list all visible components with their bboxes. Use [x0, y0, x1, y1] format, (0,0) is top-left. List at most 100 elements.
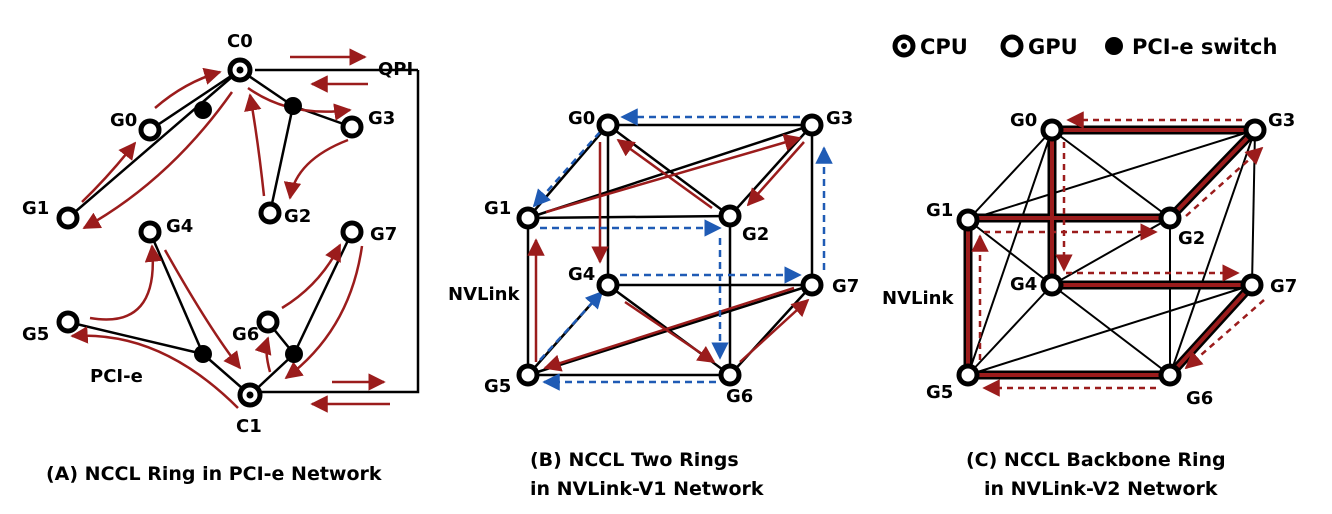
ring-arrow-g4-c1	[163, 249, 242, 370]
node-label: G4	[166, 216, 193, 237]
panel-b: G0 G1 G2 G3 G4 G5 G6 G7 NVLink (B) NCCL …	[448, 108, 859, 500]
ring-red-arrow	[616, 138, 713, 210]
ring-arrow-g7-c1	[284, 245, 364, 380]
gpu-node-g4	[138, 220, 162, 244]
node-label: G1	[926, 200, 953, 221]
nvlink-edge	[1051, 129, 1171, 219]
ring-red-arrow	[543, 286, 795, 372]
node-label: G3	[368, 108, 395, 129]
panel-a: C0 C1 G0 G1 G2 G3 G4 G5 G6 G7 QPI PCI-e …	[22, 31, 420, 485]
gpu-node-g3	[1243, 118, 1267, 142]
panel-a-cpus	[227, 57, 263, 408]
link-g4-sw2	[148, 231, 205, 355]
node-label: G6	[232, 324, 259, 345]
gpu-node-g4	[596, 273, 620, 297]
ring-red-arrow	[739, 298, 810, 363]
nvlink-edge	[1169, 129, 1256, 376]
caption-panel-a: (A) NCCL Ring in PCI-e Network	[46, 463, 382, 485]
cpu-node-c1	[237, 382, 263, 408]
gpu-node-g7	[800, 273, 824, 297]
nvlink-edge	[527, 283, 813, 377]
node-label: G7	[832, 276, 859, 297]
node-label: G4	[568, 264, 595, 285]
legend-cpu-icon	[892, 34, 916, 58]
node-label: G3	[1268, 110, 1295, 131]
ring-blue-arrow	[539, 290, 604, 361]
link-c0-g0	[149, 68, 241, 132]
nvlink-edge	[967, 219, 1053, 286]
legend-switch-icon	[1105, 37, 1123, 55]
gpu-node-g1	[956, 208, 980, 232]
ring-arrow-g2-c0	[244, 93, 266, 197]
gpu-node-g0	[1040, 118, 1064, 142]
nvlink-edge	[1051, 217, 1171, 286]
gpu-node-g0	[138, 118, 162, 142]
gpu-node-g5	[956, 363, 980, 387]
panel-b-labels: G0 G1 G2 G3 G4 G5 G6 G7 NVLink	[448, 108, 859, 407]
panel-c: CPU GPU PCI-e switch	[882, 34, 1297, 500]
node-label: G1	[22, 198, 49, 219]
panel-a-gpus	[56, 115, 364, 334]
node-label: G6	[726, 386, 753, 407]
ring-arrow-g1-g0	[81, 141, 137, 203]
link-sw1-g2	[268, 105, 295, 214]
legend-gpu-label: GPU	[1028, 35, 1078, 59]
caption-panel-c-line1: (C) NCCL Backbone Ring	[966, 449, 1226, 471]
node-label: G2	[1178, 228, 1205, 249]
gpu-node-g6	[718, 363, 742, 387]
caption-panel-b-line1: (B) NCCL Two Rings	[530, 449, 739, 471]
pcie-switch-node	[284, 97, 302, 115]
ring-arrow-c1-g6	[254, 336, 272, 373]
node-label: G5	[926, 382, 953, 403]
nvlink-edge	[607, 123, 731, 218]
node-label: G6	[1186, 388, 1213, 409]
ring-red-arrow	[624, 300, 716, 364]
gpu-node-g7	[1240, 273, 1264, 297]
ring-arrow-g0-c0	[154, 67, 222, 109]
node-label: G1	[484, 198, 511, 219]
ring-red-arrow	[746, 141, 805, 207]
caption-panel-c-line2: in NVLink-V2 Network	[984, 478, 1218, 500]
ring-arrow-g3-g2	[283, 138, 349, 200]
panel-b-gpus	[516, 113, 824, 387]
node-label: G0	[110, 110, 137, 131]
nvlink-label: NVLink	[882, 288, 954, 309]
node-label: C1	[236, 416, 262, 437]
legend: CPU GPU PCI-e switch	[892, 34, 1277, 59]
nvlink-edge	[967, 129, 1053, 221]
gpu-node-g1	[56, 206, 80, 230]
gpu-node-g3	[340, 115, 364, 139]
panel-c-gpus	[956, 118, 1267, 387]
gpu-node-g7	[340, 220, 364, 244]
pcie-label: PCI-e	[90, 366, 143, 387]
gpu-node-g6	[1158, 363, 1182, 387]
nvlink-label: NVLink	[448, 284, 520, 305]
qpi-label: QPI	[378, 59, 413, 80]
panel-c-ring-arrows	[971, 111, 1265, 397]
gpu-node-g0	[596, 113, 620, 137]
nvlink-edge	[967, 284, 1053, 376]
gpu-node-g6	[256, 310, 280, 334]
gpu-node-g2	[1158, 206, 1182, 230]
panel-c-links	[967, 129, 1256, 376]
pcie-switch-node	[194, 345, 212, 363]
gpu-node-g5	[56, 310, 80, 334]
link-g5-sw2	[67, 320, 204, 356]
legend-switch-label: PCI-e switch	[1132, 35, 1277, 59]
backbone-arrow	[1185, 146, 1264, 217]
panel-b-ring-red	[527, 134, 810, 372]
gpu-node-g1	[516, 206, 540, 230]
node-label: G2	[742, 224, 769, 245]
node-label: G4	[1010, 274, 1037, 295]
legend-gpu-icon	[1000, 34, 1024, 58]
node-label: G2	[284, 206, 311, 227]
gpu-node-g3	[800, 113, 824, 137]
ring-arrow-c0-g1	[82, 91, 234, 230]
panel-b-links	[526, 123, 814, 377]
gpu-node-g2	[718, 204, 742, 228]
link-c0-g1	[67, 69, 241, 219]
pcie-switch-node	[194, 101, 212, 119]
node-label: C0	[227, 31, 253, 52]
nvlink-edge	[527, 214, 731, 220]
